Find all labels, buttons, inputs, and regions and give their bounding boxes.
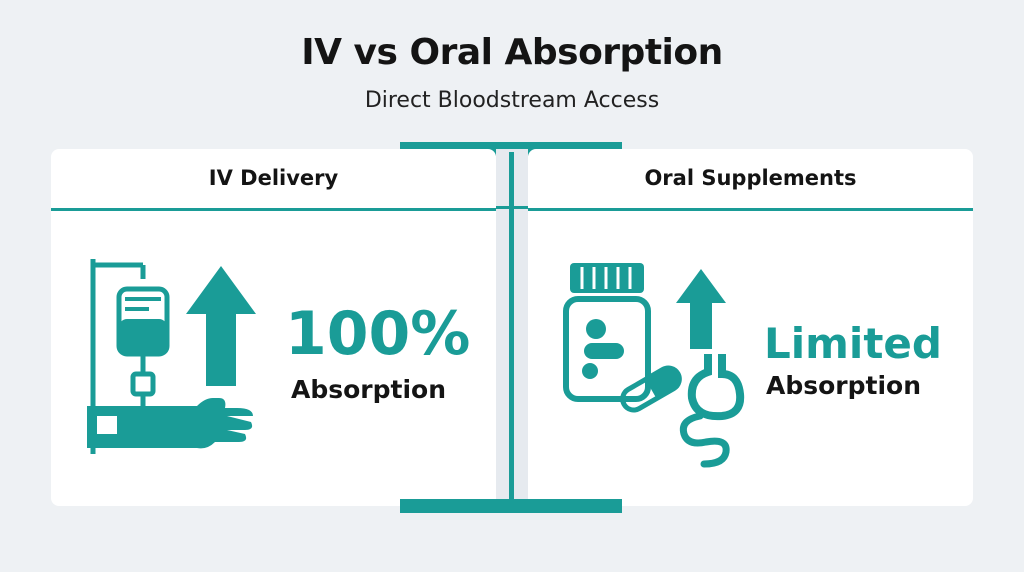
up-arrow-icon: [676, 269, 726, 349]
iv-delivery-heading: IV Delivery: [51, 149, 496, 211]
oral-supplements-card: Oral Supplements Limited Absorption: [528, 149, 973, 506]
center-divider: [509, 152, 514, 504]
iv-absorption-value: 100%: [285, 299, 471, 369]
stomach-icon: [679, 354, 745, 468]
bottom-connector-bar: [400, 499, 622, 513]
pill-bottle-icon: [563, 263, 651, 402]
capsule-icon: [620, 365, 682, 413]
iv-delivery-card: IV Delivery 100% Absorption: [51, 149, 496, 506]
iv-absorption-label: Absorption: [291, 375, 447, 404]
up-arrow-icon: [186, 266, 256, 386]
oral-absorption-value: Limited: [764, 319, 942, 368]
header-divider-link: [496, 206, 528, 209]
oral-absorption-label: Absorption: [766, 371, 922, 400]
page-title: IV vs Oral Absorption: [301, 32, 723, 73]
arm-icon: [87, 398, 253, 449]
intestine-icon: [679, 412, 730, 468]
oral-supplements-heading: Oral Supplements: [528, 149, 973, 211]
page-subtitle: Direct Bloodstream Access: [364, 88, 660, 113]
